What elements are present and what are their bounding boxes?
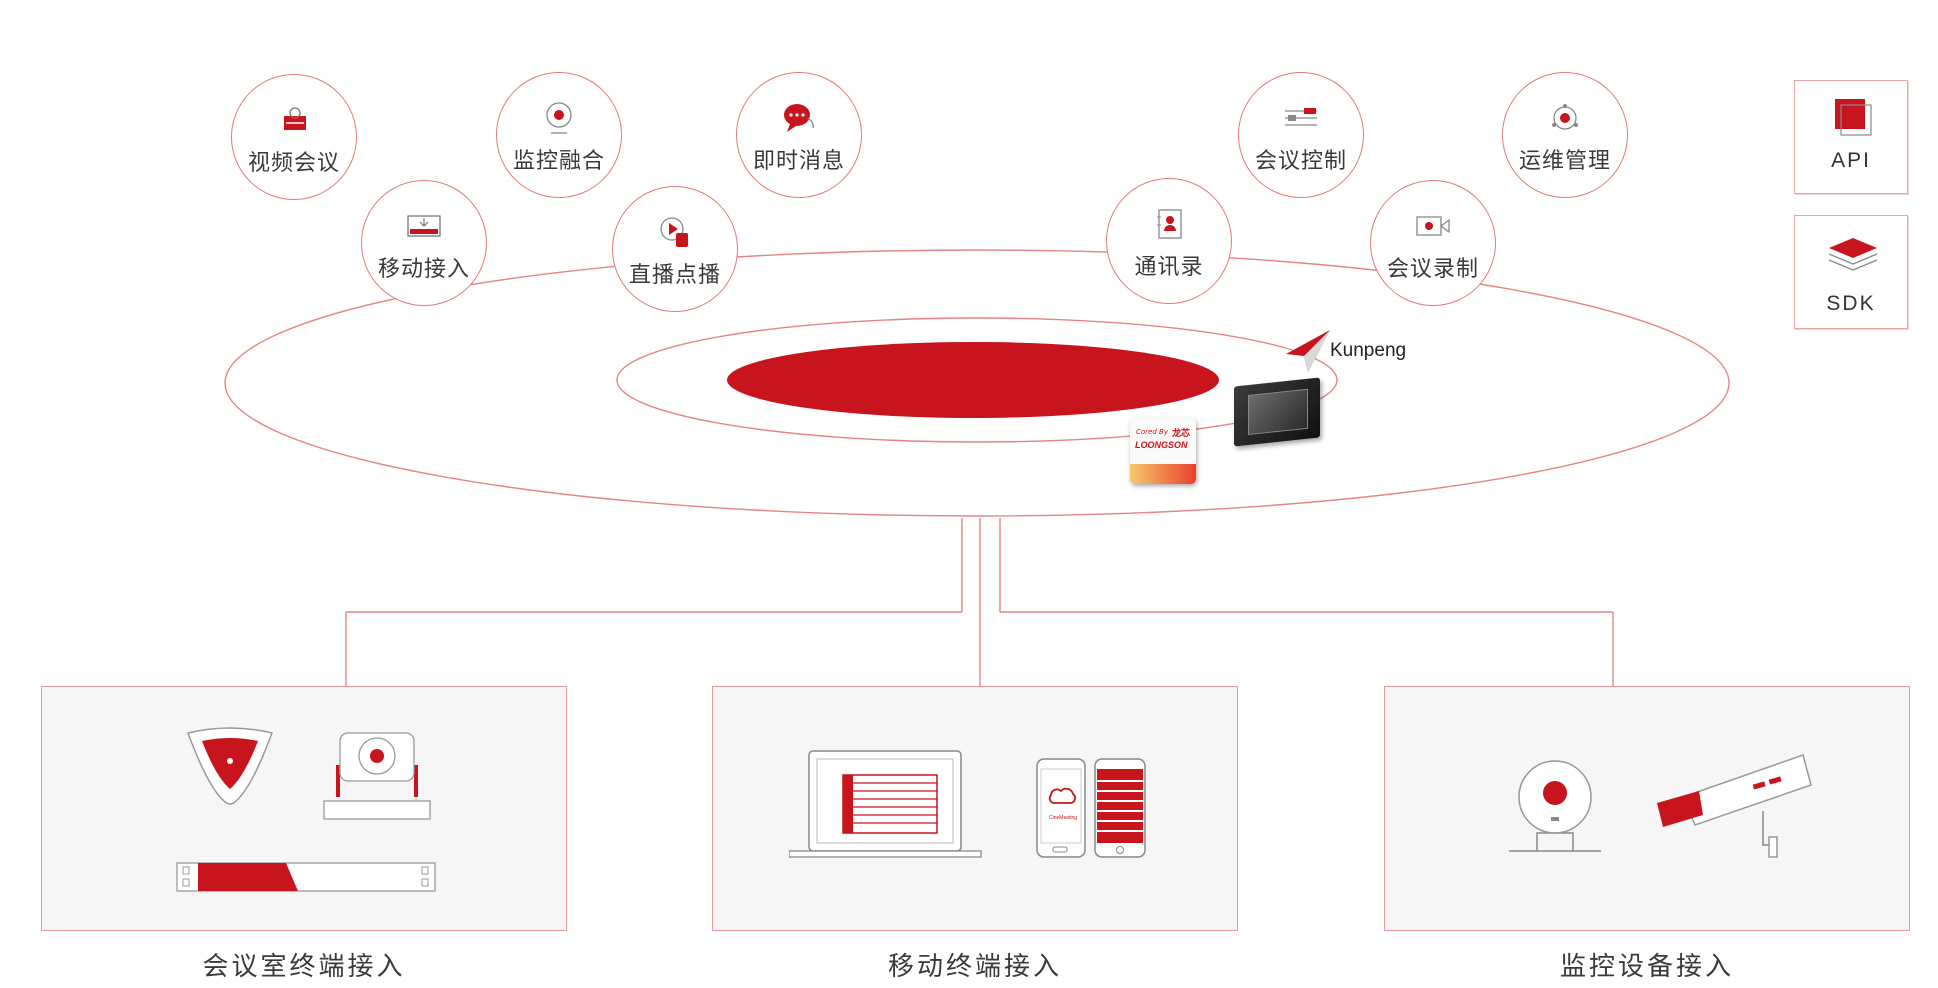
panel-meeting-room: [41, 686, 567, 931]
feature-meeting-control[interactable]: 会议控制: [1238, 72, 1364, 198]
api-box[interactable]: API: [1794, 80, 1908, 194]
feature-video-conference[interactable]: 视频会议: [231, 74, 357, 200]
core-platform: [727, 342, 1219, 418]
kunpeng-bird-icon: [1286, 330, 1330, 372]
ptz-camera-icon: [323, 732, 431, 820]
panel-title-meeting-room: 会议室终端接入: [202, 952, 406, 982]
mobile-access-icon: [407, 215, 441, 237]
feature-label: 会议录制: [1386, 257, 1479, 282]
feature-label: 通讯录: [1134, 255, 1204, 280]
panel-mobile: CineMeeting: [712, 686, 1238, 931]
speakerphone-icon: [187, 727, 273, 805]
phone-app-icon: [1036, 758, 1086, 858]
feature-instant-message[interactable]: 即时消息: [736, 72, 862, 198]
laptop-icon: [789, 750, 982, 858]
bullet-camera-icon: [1657, 754, 1812, 858]
feature-live-vod[interactable]: 直播点播: [612, 186, 738, 312]
monitor-fusion-icon: [546, 102, 572, 134]
loongson-chip: Cored By 龙芯 LOONGSON: [1130, 418, 1196, 484]
video-record-icon: [1416, 216, 1450, 236]
video-conference-icon: [284, 107, 306, 130]
feature-meeting-record[interactable]: 会议录制: [1370, 180, 1496, 306]
feature-label: 运维管理: [1518, 149, 1611, 174]
sdk-label: SDK: [1826, 292, 1876, 315]
loongson-small-text: Cored By: [1136, 428, 1168, 436]
sdk-layers-icon: [1828, 238, 1878, 271]
chat-bubble-icon: [784, 104, 814, 132]
kunpeng-logo: Kunpeng: [1278, 326, 1440, 372]
api-square-icon: [1835, 99, 1872, 136]
outer-ring: [224, 249, 1730, 517]
loongson-cn-text: 龙芯: [1172, 429, 1191, 439]
kunpeng-label: Kunpeng: [1330, 340, 1407, 361]
kunpeng-chip: [1234, 377, 1320, 447]
feature-label: 视频会议: [247, 151, 340, 176]
feature-label: 监控融合: [512, 149, 605, 174]
phone-app-name: CineMeeting: [1049, 815, 1078, 821]
feature-label: 即时消息: [752, 149, 845, 174]
terminal-box-icon: [176, 862, 436, 892]
api-label: API: [1831, 149, 1871, 172]
live-play-icon: [660, 217, 688, 247]
sliders-icon: [1285, 108, 1317, 126]
sdk-box[interactable]: SDK: [1794, 215, 1908, 329]
loongson-brand-text: LOONGSON: [1135, 440, 1188, 450]
panel-monitor: [1384, 686, 1910, 931]
address-book-icon: [1157, 209, 1182, 239]
panel-title-mobile: 移动终端接入: [887, 952, 1062, 982]
feature-label: 移动接入: [377, 257, 470, 282]
feature-monitor-fusion[interactable]: 监控融合: [496, 72, 622, 198]
feature-address-book[interactable]: 通讯录: [1106, 178, 1232, 304]
dome-camera-icon: [1509, 760, 1601, 852]
panel-title-monitor: 监控设备接入: [1559, 952, 1734, 982]
tree-connectors: [345, 518, 1614, 686]
feature-ops-management[interactable]: 运维管理: [1502, 72, 1628, 198]
ops-gear-icon: [1552, 104, 1578, 130]
phone-list-icon: [1094, 758, 1146, 858]
inner-ring: [616, 317, 1338, 443]
feature-label: 会议控制: [1254, 149, 1347, 174]
feature-label: 直播点播: [628, 263, 721, 288]
feature-mobile-access[interactable]: 移动接入: [361, 180, 487, 306]
